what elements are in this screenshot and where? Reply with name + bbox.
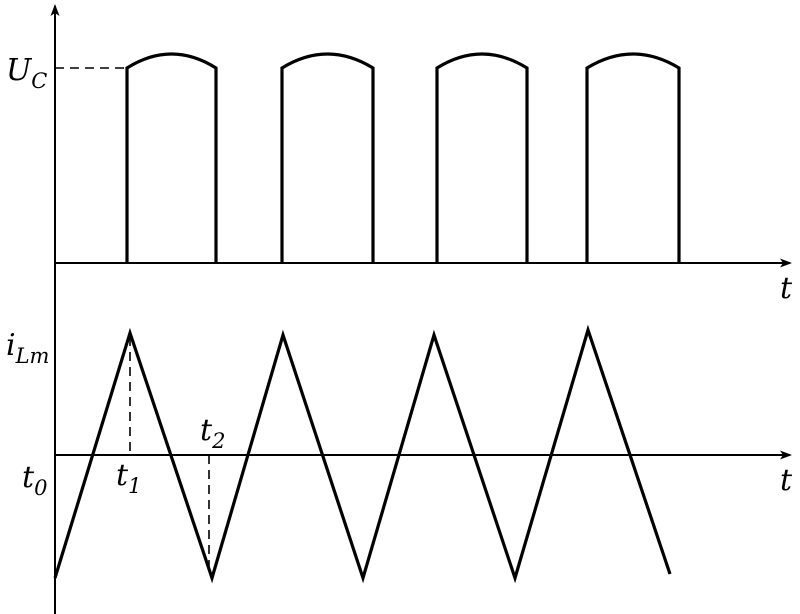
voltage-pulse-4 <box>585 52 681 263</box>
uc-label: UC <box>6 53 47 93</box>
t0-label: t0 <box>22 460 47 500</box>
voltage-pulse-1 <box>125 52 218 263</box>
voltage-pulse-train <box>125 52 681 263</box>
voltage-pulse-2 <box>280 52 375 263</box>
t2-label: t2 <box>200 413 225 453</box>
magnetizing-current-waveform <box>53 324 672 584</box>
time-axis-bottom-label: t <box>780 463 793 498</box>
time-axis-top-label: t <box>780 271 793 306</box>
t1-label: t1 <box>116 458 141 498</box>
ilm-label: iLm <box>6 328 49 368</box>
voltage-pulse-3 <box>435 52 529 263</box>
